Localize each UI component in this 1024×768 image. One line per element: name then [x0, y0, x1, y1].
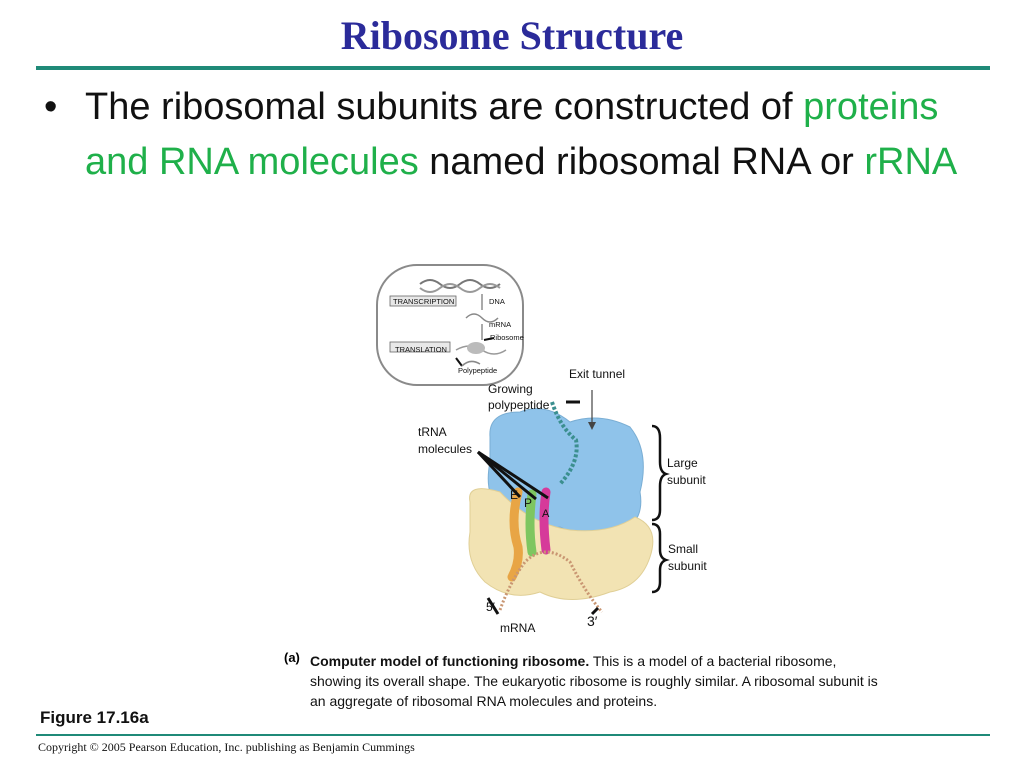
inset-transcription-box — [389, 295, 457, 307]
mrna-strand — [498, 550, 604, 613]
five-prime-label: 5′ — [486, 600, 495, 614]
growing-polypeptide-chain — [550, 401, 579, 486]
inset-mrna — [465, 313, 499, 323]
title-divider — [36, 66, 990, 70]
inset-dna-strand-2 — [419, 283, 501, 293]
trna-label: tRNA — [418, 425, 447, 439]
ribosome-figure — [376, 264, 670, 616]
inset-transcription-label: TRANSCRIPTION — [393, 297, 455, 306]
inset-ribosome-label: Ribosome — [490, 333, 524, 342]
figure-caption: Computer model of functioning ribosome. … — [310, 651, 890, 711]
small-subunit-label: subunit — [668, 559, 707, 573]
inset-translation-label: TRANSLATION — [395, 345, 447, 354]
small-label: Small — [668, 542, 699, 556]
slide-title: Ribosome Structure — [340, 13, 684, 58]
exit-tunnel-label: Exit tunnel — [569, 367, 626, 381]
large-label: Large — [667, 456, 698, 470]
three-prime-label: 3′ — [587, 613, 598, 629]
inset-polypeptide-label: Polypeptide — [458, 366, 498, 375]
inset-cell-outline — [376, 264, 524, 386]
trna-p-site — [525, 489, 537, 557]
bullet-highlight-rrna: rRNA — [864, 141, 958, 183]
inset-dna-strand — [419, 279, 501, 289]
trna-e-site — [507, 487, 523, 582]
inset-dna-label: DNA — [489, 297, 505, 306]
bullet-text-part1: The ribosomal subunits are constructed o… — [85, 86, 804, 128]
bullet-text-part3: named ribosomal RNA or — [418, 141, 865, 183]
caption-text: This is a model of a bacterial ribosome,… — [310, 653, 878, 709]
figure-number: Figure 17.16a — [40, 708, 149, 727]
small-subunit-brace — [651, 522, 670, 594]
bullet-highlight-proteins: proteins and RNA molecules — [85, 86, 939, 183]
polypeptide-label: polypeptide — [488, 398, 550, 412]
caption-label: (a) — [284, 650, 300, 665]
bullet-text: The ribosomal subunits are constructed o… — [85, 80, 975, 190]
inset-translation-box — [389, 341, 451, 353]
growing-label: Growing — [488, 382, 533, 396]
copyright-text: Copyright © 2005 Pearson Education, Inc.… — [38, 740, 415, 754]
e-site-label: E — [510, 488, 519, 502]
large-subunit-brace — [651, 424, 670, 522]
caption-bold: Computer model of functioning ribosome. — [310, 653, 590, 669]
p-site-label: P — [524, 496, 533, 510]
mrna-label: mRNA — [500, 621, 536, 635]
footer-divider — [36, 734, 990, 736]
large-subunit-label: subunit — [667, 473, 706, 487]
inset-mrna-label: mRNA — [489, 320, 512, 329]
a-site-label: A — [542, 508, 550, 520]
inset-ribosome — [467, 342, 485, 354]
bullet-symbol: • — [44, 86, 58, 128]
molecules-label: molecules — [418, 442, 473, 456]
